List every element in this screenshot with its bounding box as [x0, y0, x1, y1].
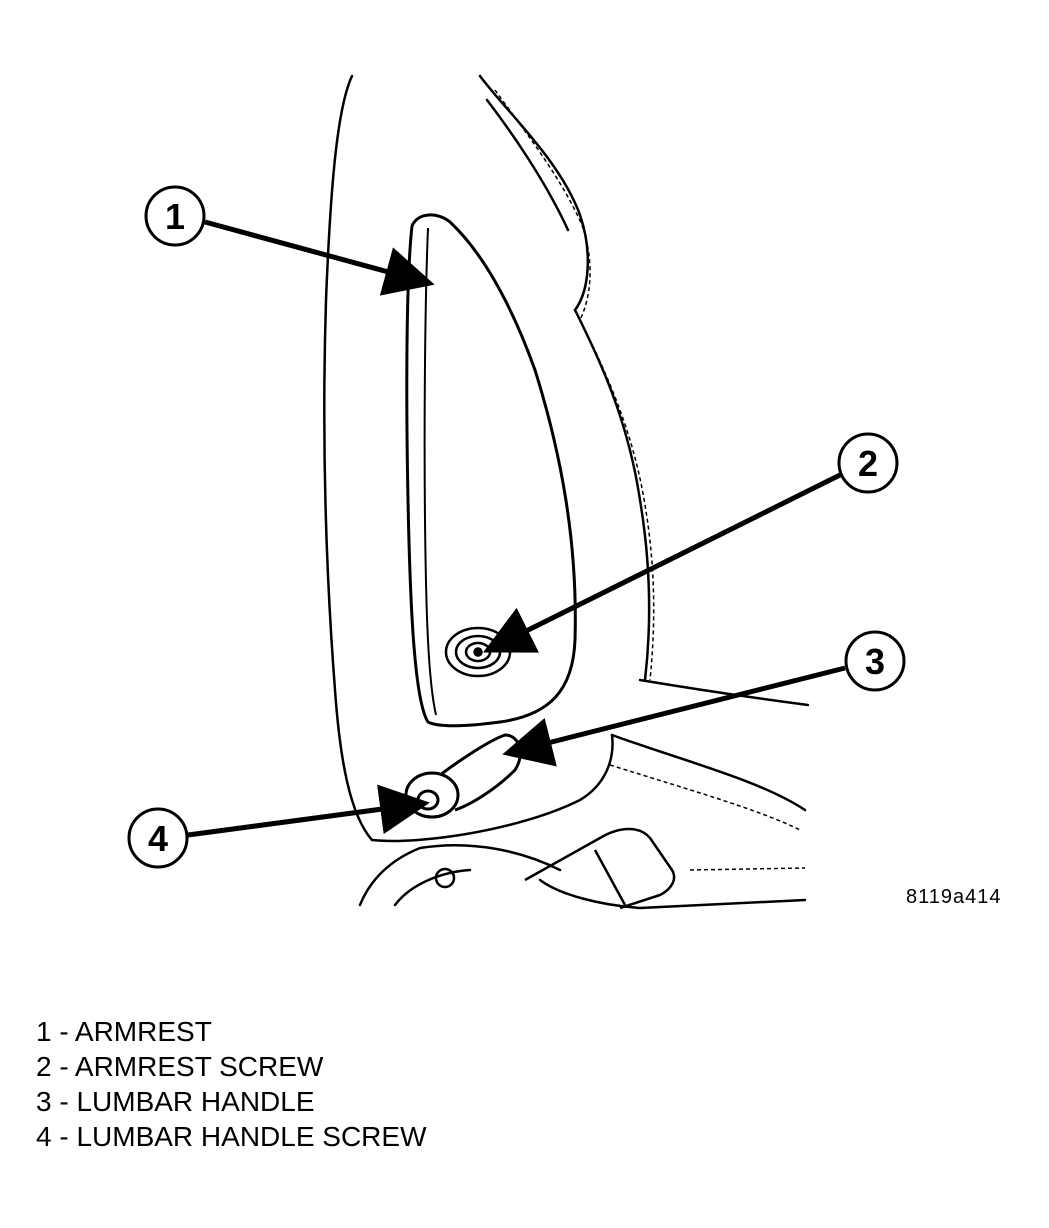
lumbar-handle: [404, 733, 522, 819]
legend-item: 2 - ARMREST SCREW: [36, 1051, 324, 1082]
legend-item: 1 - ARMREST: [36, 1016, 212, 1047]
callout-4: 4: [127, 807, 189, 869]
figure-id-label: 8119a414: [906, 886, 1002, 908]
legend-item: 4 - LUMBAR HANDLE SCREW: [36, 1121, 427, 1152]
callouts: 1 2 3 4: [127, 185, 906, 869]
seam-stitching: [494, 89, 806, 871]
legend: 1 - ARMREST 2 - ARMREST SCREW 3 - LUMBAR…: [36, 1014, 427, 1154]
seat-belt-buckle: [434, 827, 676, 910]
legend-item: 3 - LUMBAR HANDLE: [36, 1086, 315, 1117]
seat-back-outline: [323, 74, 810, 910]
callout-3-label: 3: [865, 641, 885, 682]
armrest-screw: [444, 626, 512, 678]
seat-armrest-diagram: 1 2 3 4: [127, 74, 906, 910]
arrow-3: [502, 665, 846, 767]
callout-2-label: 2: [858, 443, 878, 484]
callout-1: 1: [144, 185, 206, 247]
arrow-2: [483, 472, 842, 653]
armrest: [405, 213, 577, 728]
leader-arrows: [187, 219, 846, 838]
arrow-4: [187, 784, 430, 838]
callout-4-label: 4: [148, 818, 168, 859]
callout-2: 2: [837, 432, 899, 494]
arrow-1: [204, 219, 435, 296]
callout-1-label: 1: [165, 196, 185, 237]
callout-3: 3: [844, 630, 906, 692]
